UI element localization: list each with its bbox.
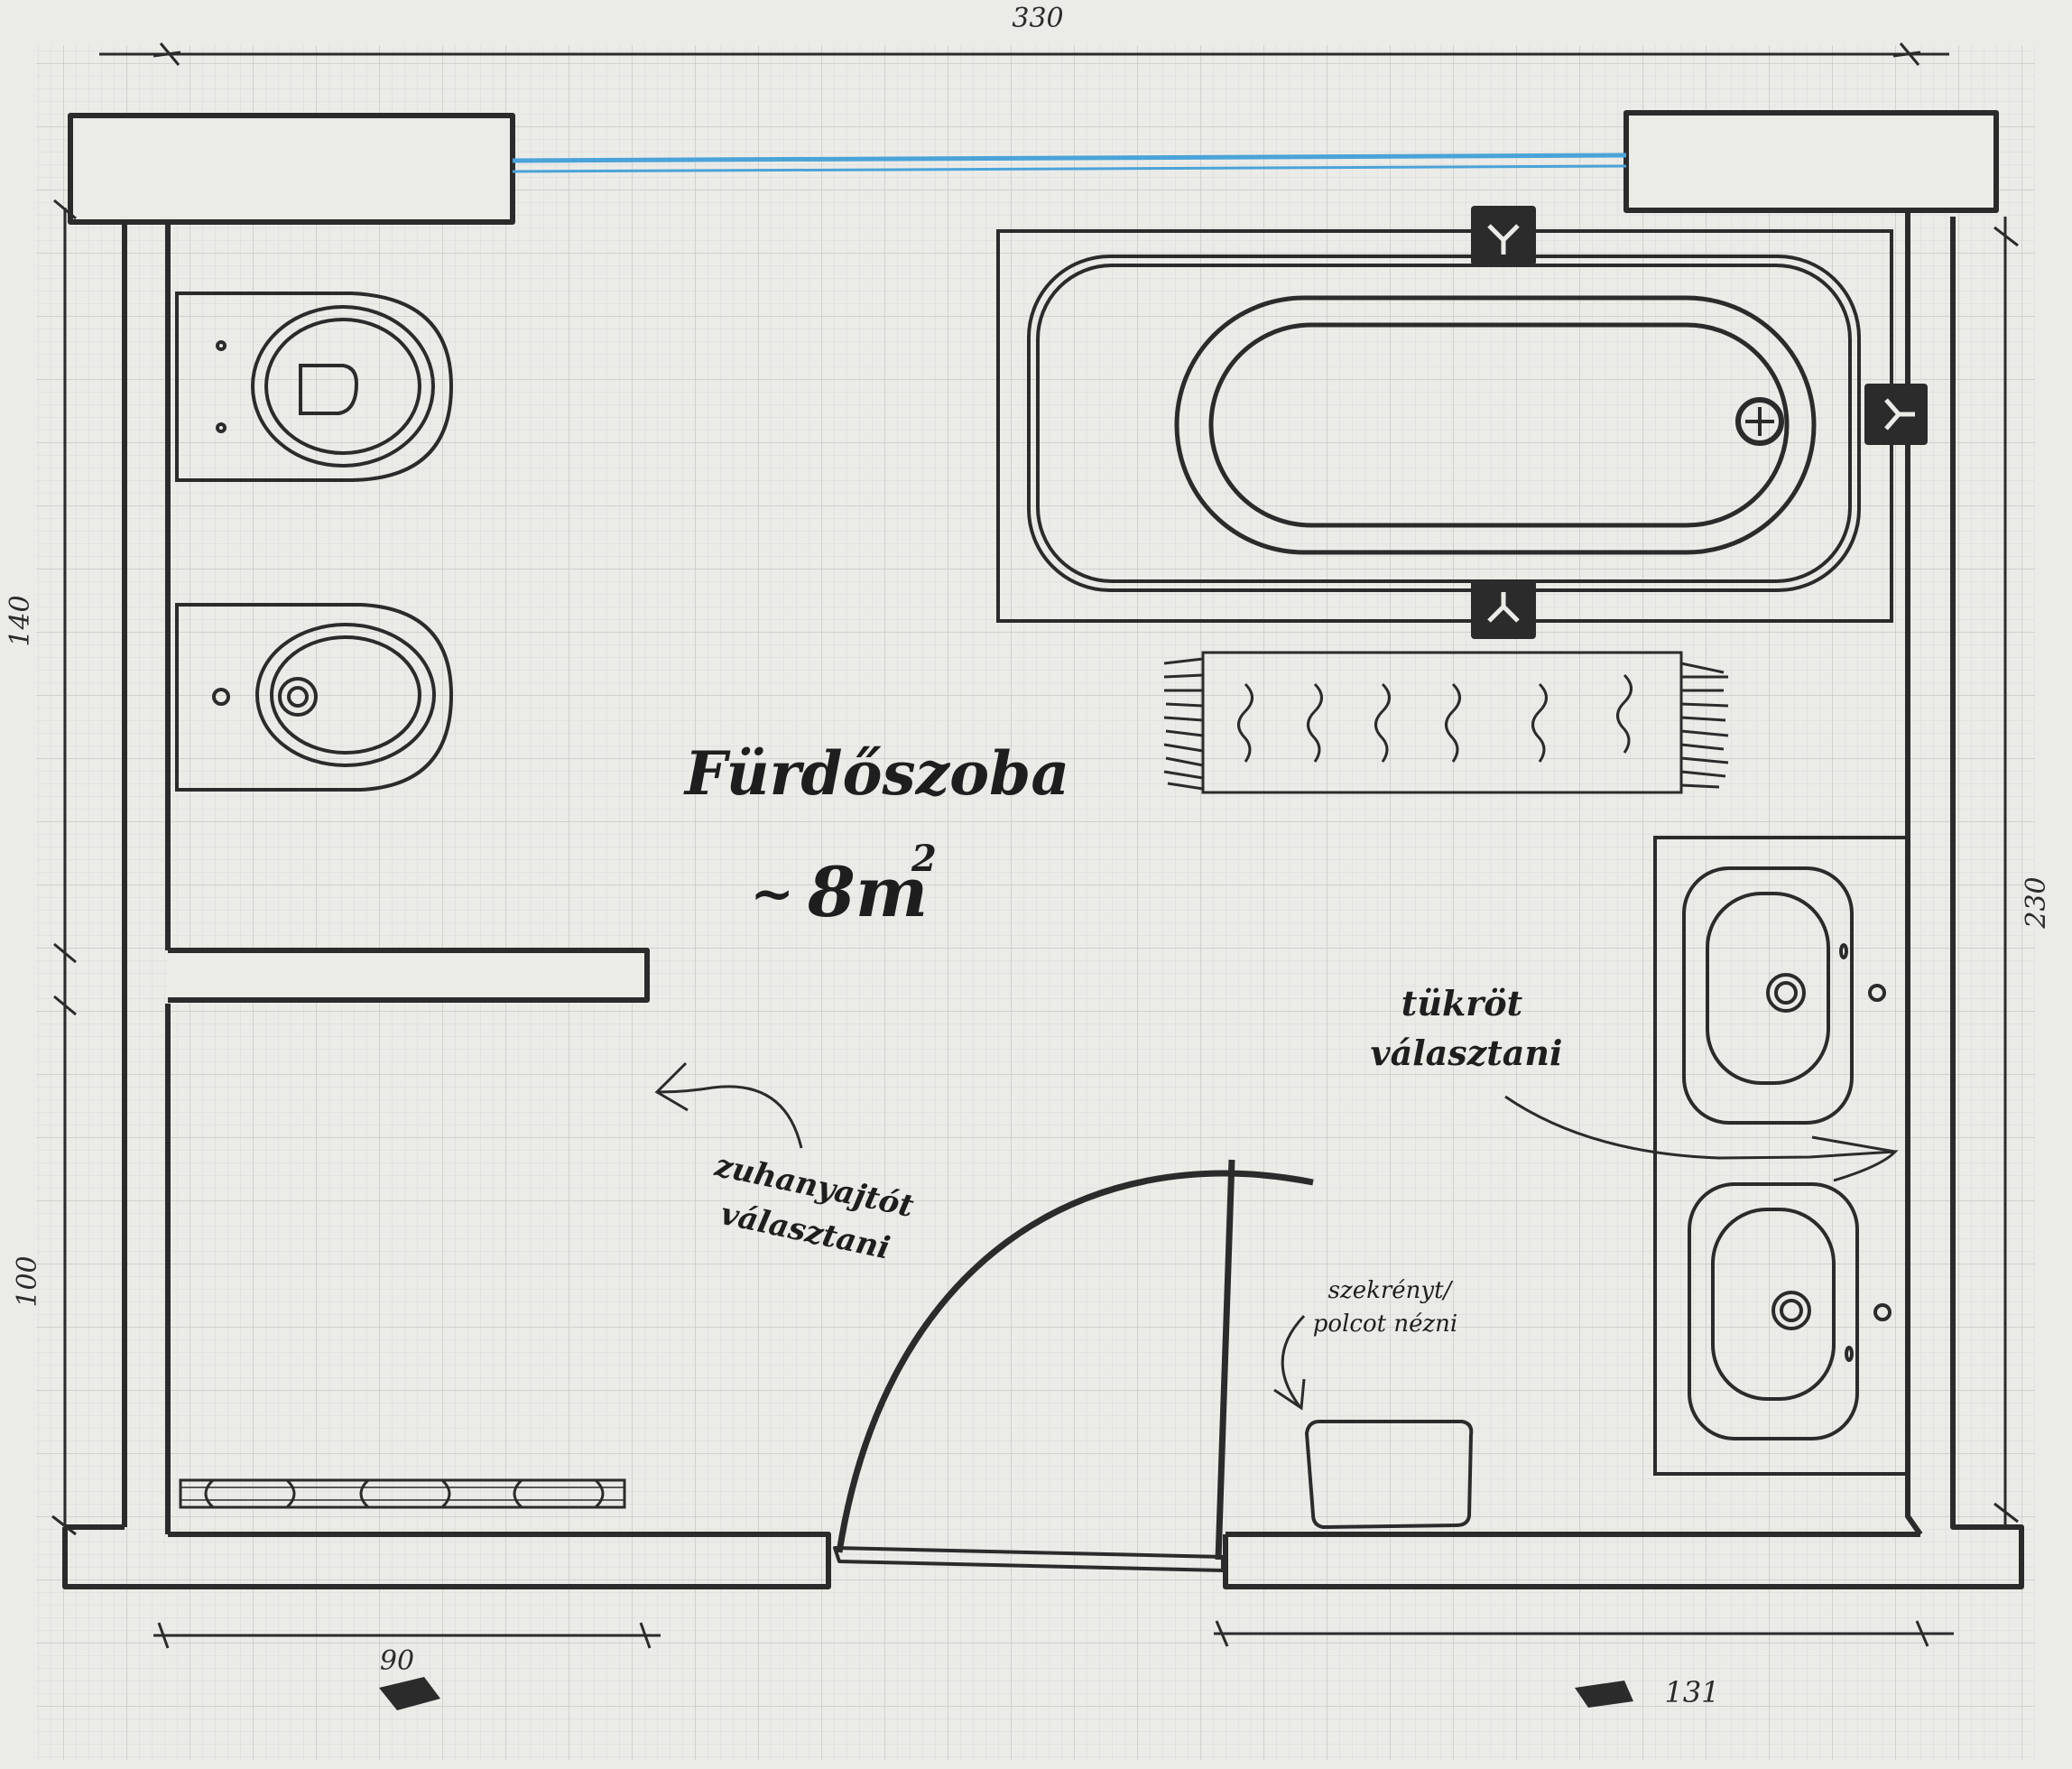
room-name: Fürdőszoba <box>683 738 1069 809</box>
towel-radiator <box>179 1478 626 1509</box>
door-leaf <box>1215 1159 1235 1561</box>
area-value: 8m <box>807 852 928 932</box>
wall-bottom-left <box>62 1524 831 1589</box>
double-vanity <box>1653 836 1910 1476</box>
dim-right: 230 <box>2021 876 2052 929</box>
cabinet <box>1304 1420 1474 1530</box>
door-swing-arc <box>836 1170 1314 1553</box>
note-cabinet-line2: polcot nézni <box>1313 1311 1457 1338</box>
wall-left <box>122 222 171 1534</box>
door-threshold <box>833 1546 1225 1572</box>
bath-mat <box>1163 651 1729 794</box>
note-mirror-line2: választani <box>1371 1033 1563 1073</box>
wall-top-right <box>1623 110 1999 213</box>
dim-left-upper: 140 <box>5 595 36 646</box>
note-arrows <box>654 1061 1899 1411</box>
area-exponent: 2 <box>911 838 937 880</box>
dim-top: 330 <box>1012 3 1063 34</box>
wall-partition <box>168 948 650 1003</box>
dim-bottom-right: 131 <box>1664 1675 1719 1709</box>
scale-marks <box>379 1677 1633 1710</box>
window <box>512 153 1627 173</box>
bidet <box>175 603 454 792</box>
tub-mount-brackets <box>1471 206 1928 639</box>
dim-left-lower: 100 <box>12 1255 43 1307</box>
dim-bottom-left: 90 <box>380 1645 414 1677</box>
wall-bottom-right <box>1223 1524 2024 1589</box>
note-cabinet-line1: szekrényt/ <box>1328 1277 1454 1304</box>
dimension-lines <box>51 42 2019 1649</box>
toilet <box>175 292 454 482</box>
wall-top-left <box>68 113 515 225</box>
wall-right <box>1905 210 1967 1536</box>
area-prefix: ~ <box>750 863 794 924</box>
note-mirror-line1: tükröt <box>1401 983 1523 1023</box>
